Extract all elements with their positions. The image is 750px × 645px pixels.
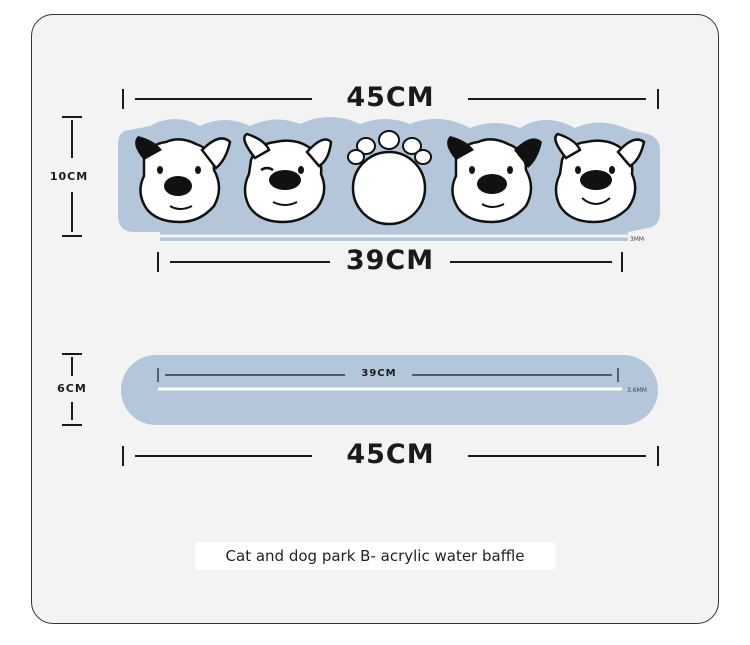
thickness-a-label: 3MM bbox=[629, 236, 645, 243]
paw-print-icon bbox=[347, 130, 432, 226]
dimension-inner-width-b bbox=[157, 368, 619, 382]
product-caption: Cat and dog park B- acrylic water baffle bbox=[195, 542, 555, 570]
inner-width-label: 39CM bbox=[345, 245, 435, 276]
product-card bbox=[31, 14, 719, 624]
dimension-top-width bbox=[122, 89, 659, 109]
inner-width-b-label: 39CM bbox=[361, 368, 397, 379]
height-b-label: 6CM bbox=[57, 382, 87, 395]
baffle-panel-a bbox=[118, 117, 660, 241]
bottom-width-label: 45CM bbox=[346, 439, 435, 470]
dimension-bottom-width bbox=[122, 446, 659, 466]
dimension-height-a bbox=[62, 116, 82, 237]
height-a-label: 10CM bbox=[49, 170, 89, 183]
dog-face-icon bbox=[135, 136, 232, 224]
thickness-b-label: 3.6MM bbox=[627, 387, 647, 394]
dimension-inner-width bbox=[157, 252, 623, 272]
dog-face-icon bbox=[243, 132, 333, 224]
dog-face-icon bbox=[554, 132, 646, 224]
dog-face-icon bbox=[447, 136, 542, 224]
dimension-height-b bbox=[62, 353, 82, 426]
baffle-panel-b bbox=[121, 355, 658, 425]
top-width-label: 45CM bbox=[346, 82, 435, 113]
